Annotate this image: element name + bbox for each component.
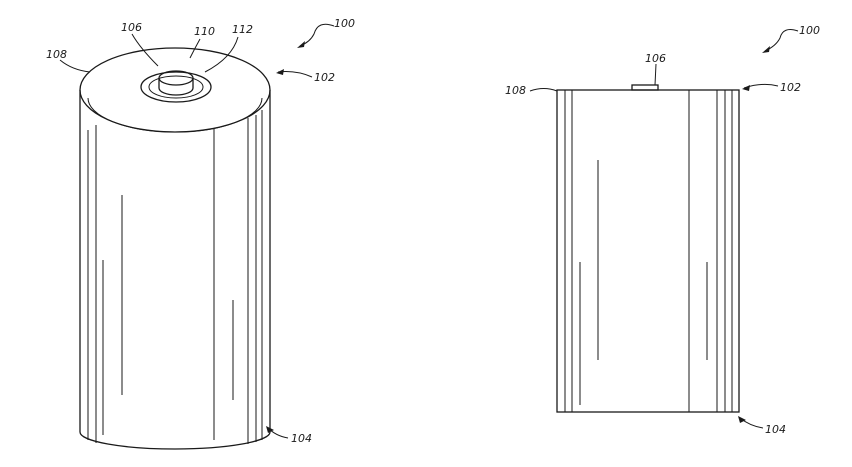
terminal-recess [140, 71, 212, 103]
ref-108-right: 108 [505, 84, 526, 97]
arrowhead-102-left [276, 69, 284, 75]
cell-perspective-view: 108 106 110 112 100 102 104 [46, 17, 355, 450]
ref-106-left: 106 [121, 21, 142, 34]
arrowhead-102-right [742, 85, 750, 91]
right-leaders [529, 29, 799, 429]
left-leaders [59, 23, 335, 439]
arrowhead-100-right [762, 46, 770, 53]
body-shading [87, 110, 263, 444]
ref-102-right: 102 [780, 81, 801, 94]
side-shading [564, 90, 733, 412]
ref-104-left: 104 [291, 432, 312, 445]
ref-112-left: 112 [232, 23, 253, 36]
ref-100-right: 100 [799, 24, 820, 37]
ref-104-right: 104 [765, 423, 786, 436]
ref-100-left: 100 [334, 17, 355, 30]
terminal-top [158, 70, 194, 86]
arrowhead-104-right [738, 416, 746, 423]
terminal-post [158, 78, 194, 96]
arrowhead-104-left [266, 426, 274, 433]
top-rim-edge [87, 97, 263, 133]
terminal-recess-inner [148, 75, 204, 99]
arrow-100-right [764, 29, 799, 52]
arrowhead-100-left [297, 41, 305, 48]
ref-106-right: 106 [645, 52, 666, 65]
cell-body-outline [79, 90, 271, 450]
cell-side-view: 108 106 100 102 104 [505, 24, 820, 436]
terminal-side [631, 84, 659, 91]
cell-side-outline [556, 89, 740, 413]
ref-108-left: 108 [46, 48, 67, 61]
ref-110-left: 110 [194, 25, 215, 38]
arrow-100-left [299, 23, 335, 47]
ref-102-left: 102 [314, 71, 335, 84]
